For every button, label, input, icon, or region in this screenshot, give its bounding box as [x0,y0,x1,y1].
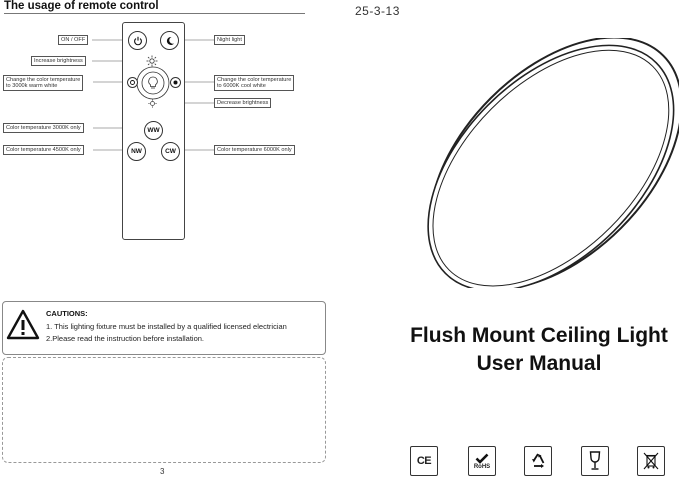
control-wheel [136,66,170,100]
label-warm-white: Change the color temperature to 3000k wa… [3,75,84,92]
brightness-up-icon[interactable] [146,55,158,67]
recycle-icon [524,446,552,476]
notes-box [2,357,326,463]
cool-light-icon [173,80,178,85]
moon-icon [166,36,174,45]
rohs-icon: RoHS [468,446,496,476]
night-light-button[interactable] [160,31,179,50]
crossed-bin-icon [643,452,659,470]
product-title: Flush Mount Ceiling Light [410,324,668,347]
cool-white-button[interactable] [170,77,181,88]
wine-glass-icon [589,451,601,470]
label-cool-white: Change the color temperature to 6000K co… [214,75,295,92]
power-icon [133,36,142,45]
title-divider [4,13,305,14]
warm-white-button[interactable] [127,77,138,88]
ww-button[interactable]: WW [144,121,163,140]
label-ct-4500: Color temperature 4500K only [3,145,84,156]
document-code: 25-3-13 [355,4,400,18]
caution-box [2,301,326,355]
rohs-text: RoHS [473,463,491,470]
ce-mark-icon: CE [410,446,438,476]
ce-text: CE [416,455,432,467]
label-warm-line2: to 3000k warm white [6,83,58,90]
checkmark-icon [475,453,489,464]
label-on-off: ON / OFF [58,35,89,46]
caution-line-1: 1. This lighting fixture must be install… [46,322,287,331]
label-warm-line1: Change the color temperature [6,77,81,83]
label-ct-6000: Color temperature 6000K only [214,145,295,156]
warm-light-icon [130,80,135,85]
weee-bin-icon [637,446,665,476]
caution-title: CAUTIONS: [46,309,88,318]
label-cool-line2: to 6000K cool white [217,83,266,90]
ceiling-light-illustration [427,38,679,288]
label-night-light: Night light [214,35,245,46]
page-number: 3 [160,467,165,476]
power-button[interactable] [128,31,147,50]
warning-icon [6,309,40,340]
recycle-arrows-icon [532,453,545,468]
manual-subtitle: User Manual [476,352,602,375]
fragile-glass-icon [581,446,609,476]
nw-button[interactable]: NW [127,142,146,161]
bulb-icon[interactable] [145,75,161,91]
brightness-down-icon[interactable] [147,98,158,109]
section-title: The usage of remote control [4,0,159,12]
label-ct-3000: Color temperature 3000K only [3,123,84,134]
label-decrease-brightness: Decrease brightness [214,98,272,109]
caution-line-2: 2.Please read the instruction before ins… [46,334,205,343]
cw-button[interactable]: CW [161,142,180,161]
label-cool-line1: Change the color temperature [217,77,292,83]
label-increase-brightness: Increase brightness [31,56,86,67]
